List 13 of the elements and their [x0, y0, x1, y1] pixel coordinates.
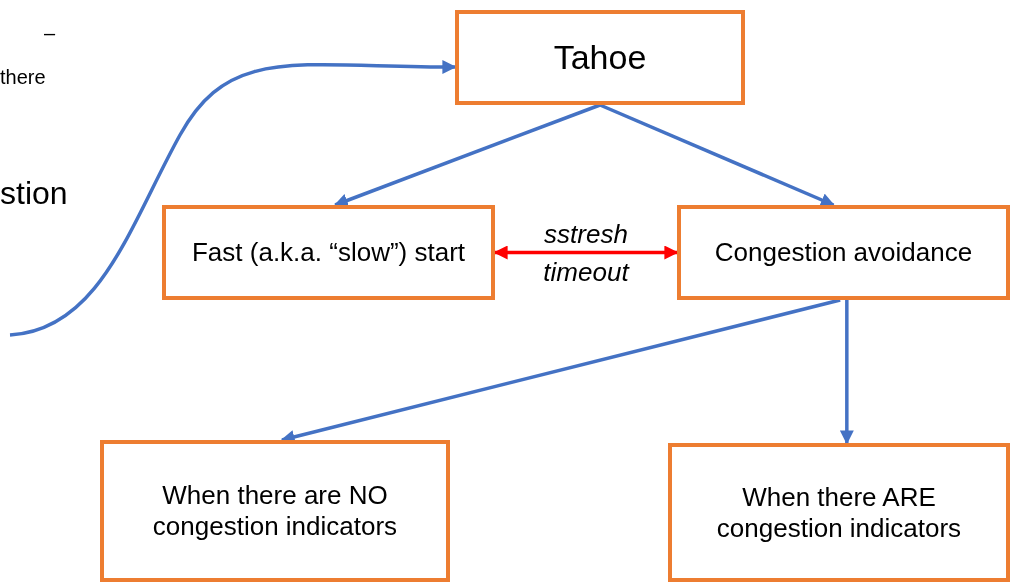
process-box: Tahoe [455, 10, 745, 105]
text-fragment: there [0, 66, 46, 89]
arrow [9, 59, 457, 337]
text-fragment: stion [0, 175, 68, 212]
arrow [599, 103, 835, 207]
process-box: When there ARE congestion indicators [668, 443, 1010, 582]
process-box: When there are NO congestion indicators [100, 440, 450, 582]
arrow [839, 300, 854, 445]
text-fragment: – [44, 22, 56, 45]
process-box: Fast (a.k.a. “slow”) start [162, 205, 495, 300]
process-box: Congestion avoidance [677, 205, 1010, 300]
arrow [333, 103, 601, 208]
edge-label: sstresh timeout [542, 217, 631, 289]
